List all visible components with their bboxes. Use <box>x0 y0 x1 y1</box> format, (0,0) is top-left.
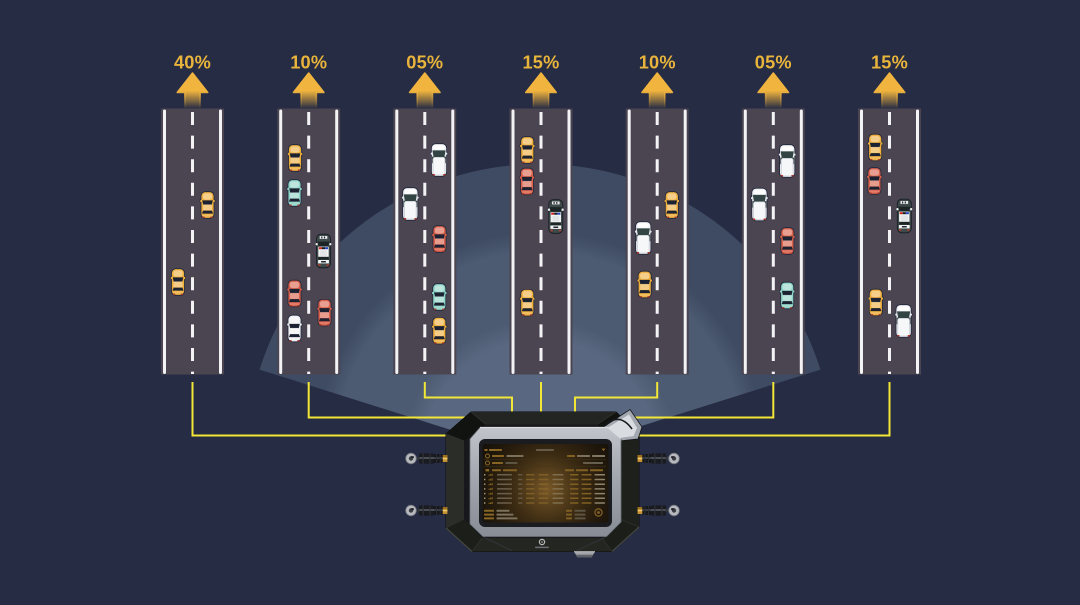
svg-text:10%: 10% <box>639 53 676 73</box>
svg-text:05%: 05% <box>406 53 443 73</box>
svg-text:10%: 10% <box>290 53 327 73</box>
svg-text:40%: 40% <box>174 53 211 73</box>
svg-text:15%: 15% <box>522 53 559 73</box>
svg-text:15%: 15% <box>871 53 908 73</box>
svg-text:05%: 05% <box>755 53 792 73</box>
